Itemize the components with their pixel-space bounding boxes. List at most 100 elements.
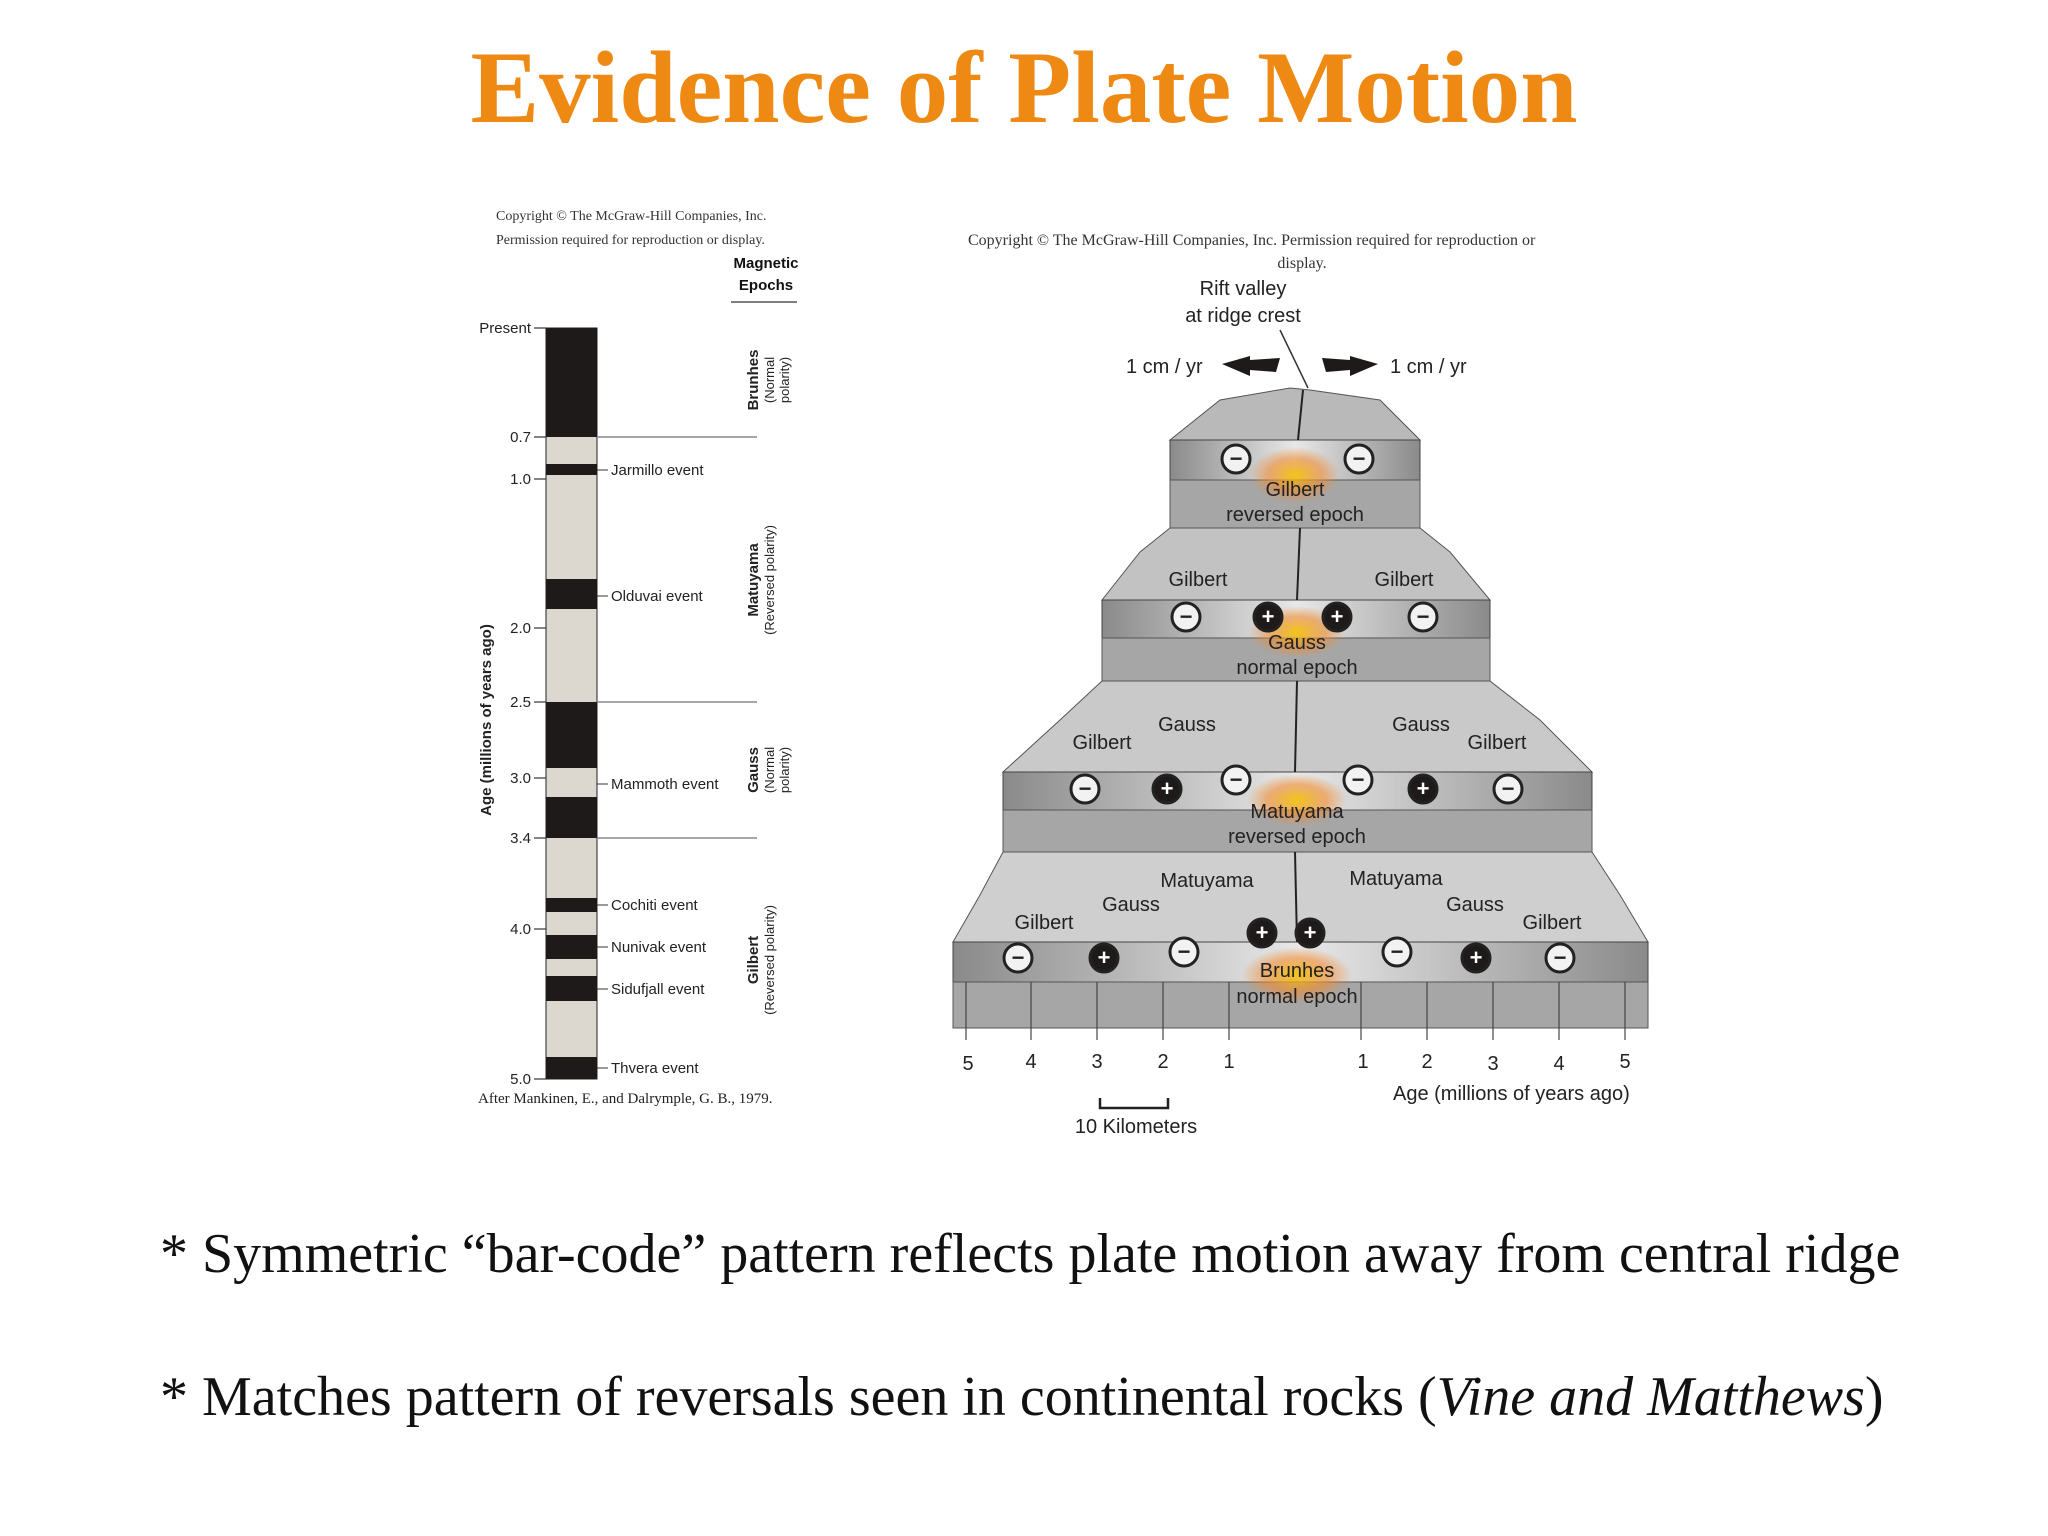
tier-3-label-gauss-left: Gauss [1158,714,1216,736]
figure-canvas: Copyright © The McGraw-Hill Companies, I… [478,209,1649,1138]
normal-band-cochiti [546,898,597,912]
normal-band-thvera [546,1057,597,1079]
event-thvera: Thvera event [611,1060,699,1077]
normal-band-gauss-1 [546,702,597,768]
tick-2-0: 2.0 [510,620,531,637]
minus-symbol: − [1012,945,1025,970]
tier-4: Matuyama Matuyama Gauss Gauss Gilbert Gi… [952,851,1649,1029]
event-cochiti: Cochiti event [611,897,699,914]
ridge-tick-right-3: 3 [1487,1053,1498,1075]
tier-4-label-gilbert-right: Gilbert [1523,912,1582,934]
timescale-axis-label: Age (millions of years ago) [478,624,495,816]
arrow-left-icon [1222,356,1280,376]
scale-label: 10 Kilometers [1075,1116,1197,1138]
tier-4-label-gauss-left: Gauss [1102,894,1160,916]
reversed-polarity-icon [1407,601,1439,633]
normal-band-jarmillo [546,464,597,475]
tier-3-epoch-2: reversed epoch [1228,826,1366,848]
tick-4-0: 4.0 [510,921,531,938]
tier-3-label-gilbert-right: Gilbert [1468,732,1527,754]
ridge-diagram: Copyright © The McGraw-Hill Companies, I… [952,232,1649,1138]
reversed-polarity-icon [1492,773,1524,805]
epoch-matuyama: Matuyama [745,543,762,617]
minus-symbol: − [1180,604,1193,629]
reversed-polarity-icon [1343,443,1375,475]
normal-polarity-icon [1407,773,1439,805]
plus-symbol: + [1470,945,1483,970]
epoch-gauss-polarity-2: polarity) [777,747,792,793]
timescale-copyright-2: Permission required for reproduction or … [496,233,765,248]
minus-symbol: − [1502,776,1515,801]
tier-4-label-gauss-right: Gauss [1446,894,1504,916]
tier-2-label-right: Gilbert [1375,569,1434,591]
normal-band-nunivak [546,935,597,959]
plus-symbol: + [1417,776,1430,801]
ridge-copyright-1: Copyright © The McGraw-Hill Companies, I… [968,232,1536,249]
tier-3-label-gauss-right: Gauss [1392,714,1450,736]
epoch-brunhes: Brunhes [745,350,762,411]
bullet-2-text: * Matches pattern of reversals seen in c… [160,1366,1437,1428]
normal-polarity-icon [1294,917,1326,949]
epoch-gilbert: Gilbert [745,936,762,984]
plus-symbol: + [1256,920,1269,945]
timescale-copyright-1: Copyright © The McGraw-Hill Companies, I… [496,209,767,224]
ridge-tick-right-5: 5 [1619,1051,1630,1073]
epoch-gauss-polarity-1: (Normal [762,747,777,793]
bullet-1: * Symmetric “bar-code” pattern reflects … [160,1223,1901,1285]
epoch-matuyama-polarity: (Reversed polarity) [762,525,777,635]
event-nunivak: Nunivak event [611,939,707,956]
ridge-tick-left-3: 3 [1091,1051,1102,1073]
reversed-polarity-icon [1002,942,1034,974]
ridge-copyright-2: display. [1277,255,1326,272]
tier-2-label-left: Gilbert [1169,569,1228,591]
tier-2-epoch-2: normal epoch [1236,657,1357,679]
normal-band-brunhes [546,328,597,437]
tick-2-5: 2.5 [510,694,531,711]
reversed-polarity-icon [1342,764,1374,796]
reversed-polarity-icon [1069,773,1101,805]
polarity-symbols: −−−++−−+−−+−−+−++−+− [1002,443,1576,974]
tick-3-4: 3.4 [510,830,531,847]
reversed-polarity-icon [1544,942,1576,974]
bullet-2-citation: Vine and Matthews [1436,1366,1865,1428]
tier-1-epoch-1: Gilbert [1266,479,1325,501]
minus-symbol: − [1554,945,1567,970]
tick-3-0: 3.0 [510,770,531,787]
normal-band-olduvai [546,579,597,609]
minus-symbol: − [1391,939,1404,964]
tick-1-0: 1.0 [510,471,531,488]
tier-1: Gilbert reversed epoch [1168,387,1422,529]
ridge-axis-label: Age (millions of years ago) [1393,1083,1630,1105]
epoch-brunhes-polarity-2: polarity) [777,357,792,403]
normal-band-sidufjall [546,976,597,1001]
rate-right: 1 cm / yr [1390,356,1467,378]
scale-bar [1098,1098,1170,1110]
normal-polarity-icon [1246,917,1278,949]
minus-symbol: − [1352,767,1365,792]
ridge-tick-left-4: 4 [1025,1051,1036,1073]
epochs-header-1: Magnetic [733,255,798,272]
rift-label-2: at ridge crest [1185,305,1301,327]
normal-polarity-icon [1321,601,1353,633]
ridge-tick-left-2: 2 [1157,1051,1168,1073]
plus-symbol: + [1262,604,1275,629]
ridge-tick-right-1: 1 [1357,1051,1368,1073]
ridge-tick-left-5: 5 [962,1053,973,1075]
normal-polarity-icon [1151,773,1183,805]
event-olduvai: Olduvai event [611,588,704,605]
rift-label-1: Rift valley [1200,278,1287,300]
normal-polarity-icon [1460,942,1492,974]
tier-4-epoch-1: Brunhes [1260,960,1335,982]
tick-0-7: 0.7 [510,429,531,446]
ridge-tick-left-1: 1 [1223,1051,1234,1073]
bullet-2: * Matches pattern of reversals seen in c… [160,1365,1990,1429]
event-sidufjall: Sidufjall event [611,981,705,998]
tier-3: Gilbert Gauss Gauss Gilbert Matuyama rev… [1001,680,1594,853]
tier-4-epoch-2: normal epoch [1236,986,1357,1008]
tier-4-label-matuyama-right: Matuyama [1349,868,1443,890]
normal-polarity-icon [1252,601,1284,633]
plus-symbol: + [1098,945,1111,970]
reversed-polarity-icon [1220,443,1252,475]
epochs-header-2: Epochs [739,277,793,294]
plus-symbol: + [1161,776,1174,801]
